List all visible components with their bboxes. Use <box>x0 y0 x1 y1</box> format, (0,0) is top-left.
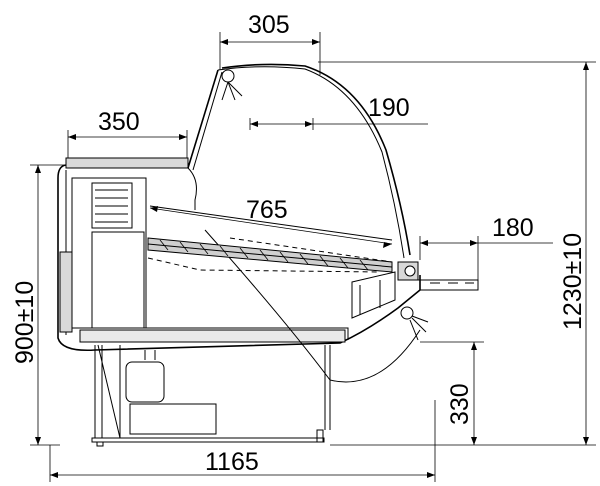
dim-front-ledge: 180 <box>492 214 534 242</box>
base-unit <box>91 344 331 447</box>
case-body <box>57 157 421 352</box>
front-ledge <box>397 261 479 341</box>
dim-total-width: 1165 <box>205 448 259 476</box>
dim-shelf-depth: 350 <box>98 108 140 136</box>
dim-base-height: 330 <box>446 383 474 425</box>
dim-total-height: 1230±10 <box>559 233 587 330</box>
display-shelf <box>147 205 396 319</box>
dim-display-depth: 765 <box>246 196 288 224</box>
dim-glass-top-width: 305 <box>248 11 290 39</box>
dimension-lines <box>30 32 596 482</box>
glass-canopy <box>187 63 421 383</box>
dim-counter-height: 900±10 <box>11 281 39 364</box>
dimension-labels: 305 350 190 765 180 1230±10 900±10 330 1… <box>11 11 587 476</box>
dim-glass-curve-offset: 190 <box>368 94 410 122</box>
